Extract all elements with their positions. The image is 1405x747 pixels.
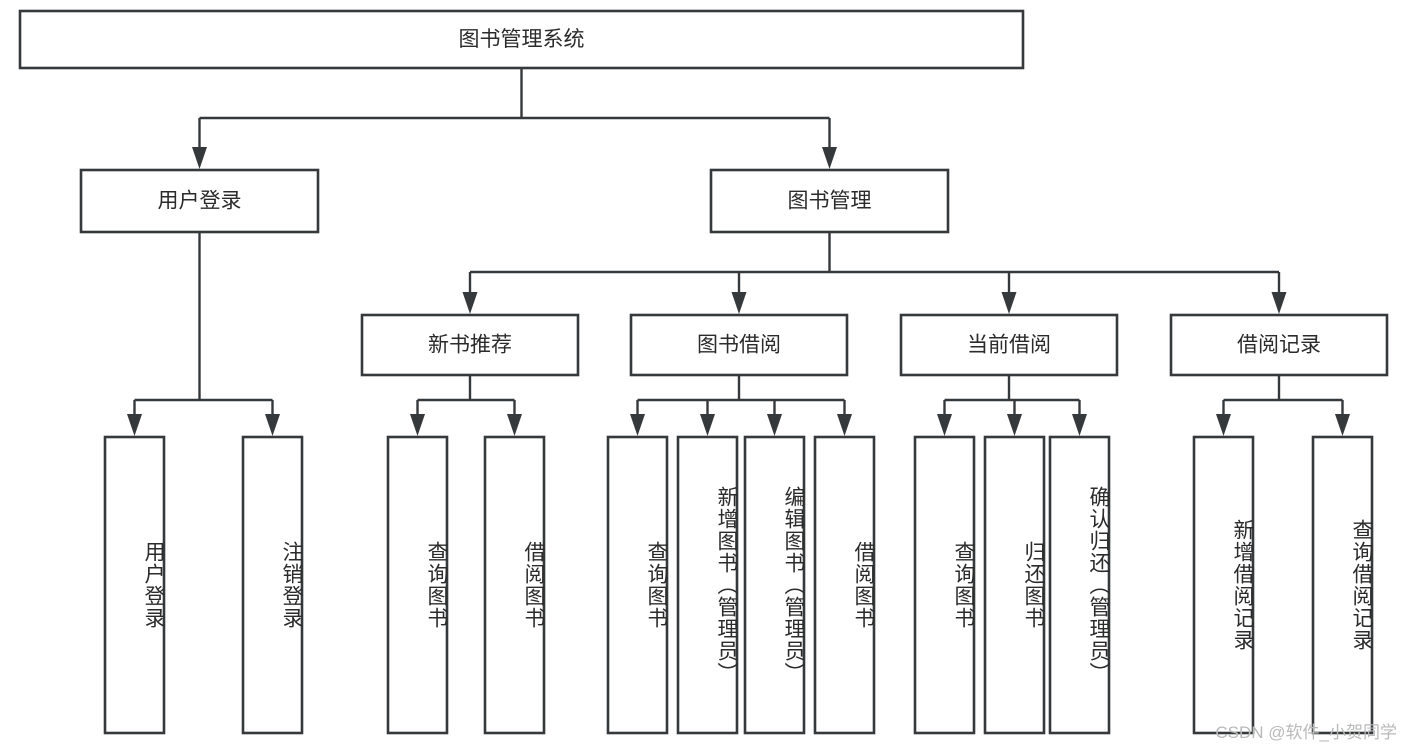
node-box-root[interactable] <box>18 9 1025 70</box>
arrow-head-icon <box>1007 414 1022 436</box>
node-label-book-management: 图书管理 <box>788 190 872 213</box>
watermark-text: CSDN @软件_小贺同学 <box>1215 723 1397 742</box>
node-box-leaf-confirm-return[interactable] <box>1048 435 1111 735</box>
arrow-head-icon <box>700 414 715 436</box>
arrow-head-icon <box>1271 292 1287 314</box>
node-box-borrow-record[interactable] <box>1169 313 1389 377</box>
node-label-book-borrow: 图书借阅 <box>697 334 781 357</box>
node-label-current-borrow: 当前借阅 <box>967 334 1051 357</box>
arrow-head-icon <box>731 292 747 314</box>
node-label-new-book-recommend: 新书推荐 <box>428 334 512 357</box>
node-box-book-borrow[interactable] <box>629 313 849 377</box>
node-boxes <box>18 9 1389 735</box>
node-box-leaf-edit-book[interactable] <box>743 435 806 735</box>
node-box-leaf-borrow-book-2[interactable] <box>813 435 876 735</box>
node-box-leaf-add-record[interactable] <box>1192 435 1255 735</box>
arrow-head-icon <box>937 414 952 436</box>
arrow-head-icon <box>462 292 478 314</box>
arrow-head-icon <box>1072 414 1087 436</box>
node-label-borrow-record: 借阅记录 <box>1237 334 1321 357</box>
node-box-current-borrow[interactable] <box>899 313 1119 377</box>
arrow-head-icon <box>767 414 782 436</box>
arrow-head-icon <box>1335 414 1350 436</box>
arrow-head-icon <box>507 414 522 436</box>
connector-lines <box>127 68 1350 436</box>
node-box-new-book-recommend[interactable] <box>360 313 580 377</box>
arrow-head-icon <box>192 147 207 169</box>
node-box-leaf-return-book[interactable] <box>983 435 1046 735</box>
node-box-user-login[interactable] <box>79 168 320 234</box>
node-box-leaf-borrow-book-1[interactable] <box>483 435 546 735</box>
arrow-head-icon <box>837 414 852 436</box>
node-box-leaf-query-record[interactable] <box>1311 435 1374 735</box>
node-box-leaf-user-logout[interactable] <box>241 435 304 735</box>
arrow-head-icon <box>127 414 142 436</box>
arrow-head-icon <box>265 414 280 436</box>
arrow-head-icon <box>1216 414 1231 436</box>
arrow-head-icon <box>822 147 837 169</box>
arrow-head-icon <box>1001 292 1017 314</box>
node-label-user-login: 用户登录 <box>158 190 242 213</box>
node-box-book-management[interactable] <box>709 168 950 234</box>
node-box-leaf-query-book-2[interactable] <box>606 435 669 735</box>
node-label-root: 图书管理系统 <box>459 28 585 51</box>
node-box-leaf-add-book[interactable] <box>676 435 739 735</box>
node-box-leaf-query-book-1[interactable] <box>386 435 449 735</box>
node-box-leaf-query-book-3[interactable] <box>913 435 976 735</box>
node-box-leaf-user-login[interactable] <box>103 435 166 735</box>
arrow-head-icon <box>630 414 645 436</box>
arrow-head-icon <box>410 414 425 436</box>
